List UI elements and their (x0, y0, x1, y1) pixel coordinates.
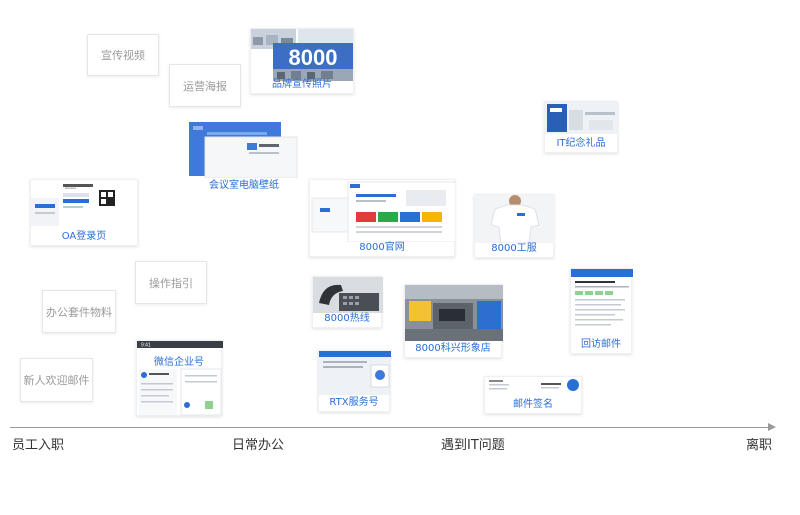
hotline-caption: 8000热线 (324, 313, 370, 324)
stage-daily-work: 日常办公 (232, 438, 285, 453)
rtx-thumbnail (319, 351, 391, 395)
brand-photo-caption: 品牌宣传照片 (272, 79, 332, 90)
oa-login-caption: OA登录页 (61, 231, 107, 242)
office-kit-label: 办公套件物料 (46, 305, 112, 319)
wechat-card: 微信企业号 9:41 (136, 340, 223, 416)
return-mail-thumbnail (571, 269, 633, 326)
timeline-axis (10, 427, 770, 428)
ops-poster-card: 运营海报 (169, 64, 241, 107)
it-gift-card: IT纪念礼品 (544, 101, 618, 153)
wallpaper-thumbnail (189, 122, 298, 178)
brand-photo-thumbnail: 8000 (251, 29, 353, 81)
wallpaper-caption: 会议室电脑壁纸 (209, 180, 279, 191)
stage-onboarding: 员工入职 (12, 438, 65, 453)
signature-caption: 邮件签名 (513, 399, 553, 410)
office-kit-card: 办公套件物料 (42, 290, 116, 333)
wallpaper-card: 会议室电脑壁纸 (189, 122, 299, 194)
hotline-card: 8000热线 (312, 276, 383, 328)
welcome-mail-card: 新人欢迎邮件 (20, 358, 93, 402)
rtx-caption: RTX服务号 (329, 397, 379, 408)
uniform-card: 8000工服 (474, 194, 555, 258)
ops-poster-label: 运营海报 (183, 79, 227, 93)
signature-thumbnail (489, 379, 579, 391)
brand-photo-card: 8000 品牌宣传照片 (250, 28, 354, 94)
return-mail-card: 回访邮件 (570, 268, 633, 354)
it-gift-caption: IT纪念礼品 (556, 138, 606, 149)
website-thumbnail (311, 181, 456, 242)
store-caption: 8000科兴形象店 (415, 343, 491, 354)
uniform-thumbnail (475, 195, 555, 243)
it-gift-thumbnail (545, 102, 617, 134)
operation-guide-label: 操作指引 (149, 276, 193, 290)
operation-guide-card: 操作指引 (135, 261, 207, 304)
store-thumbnail (405, 285, 503, 341)
stage-it-issue: 遇到IT问题 (441, 438, 505, 453)
website-card: 8000官网 (309, 179, 456, 257)
store-card: 8000科兴形象店 (404, 284, 503, 358)
website-caption: 8000官网 (359, 242, 405, 253)
timeline-arrow-icon (768, 423, 776, 431)
wechat-time-text: 9:41 (141, 343, 151, 349)
stage-offboarding: 离职 (746, 438, 773, 453)
wechat-thumbnail: 9:41 (137, 341, 223, 416)
rtx-card: RTX服务号 (318, 350, 391, 412)
hotline-thumbnail (313, 277, 383, 313)
wechat-caption: 微信企业号 (154, 357, 204, 368)
return-mail-caption: 回访邮件 (581, 339, 621, 350)
uniform-caption: 8000工服 (491, 243, 537, 254)
oa-account-text: Account (65, 186, 76, 190)
oa-login-card: Account OA登录页 (30, 179, 138, 246)
welcome-mail-label: 新人欢迎邮件 (23, 374, 90, 387)
promo-video-label: 宣传视频 (101, 49, 145, 62)
brand-number-text: 8000 (289, 45, 338, 70)
oa-login-thumbnail: Account (31, 184, 115, 226)
promo-video-card: 宣传视频 (87, 34, 159, 76)
signature-card: 邮件签名 (484, 376, 582, 414)
